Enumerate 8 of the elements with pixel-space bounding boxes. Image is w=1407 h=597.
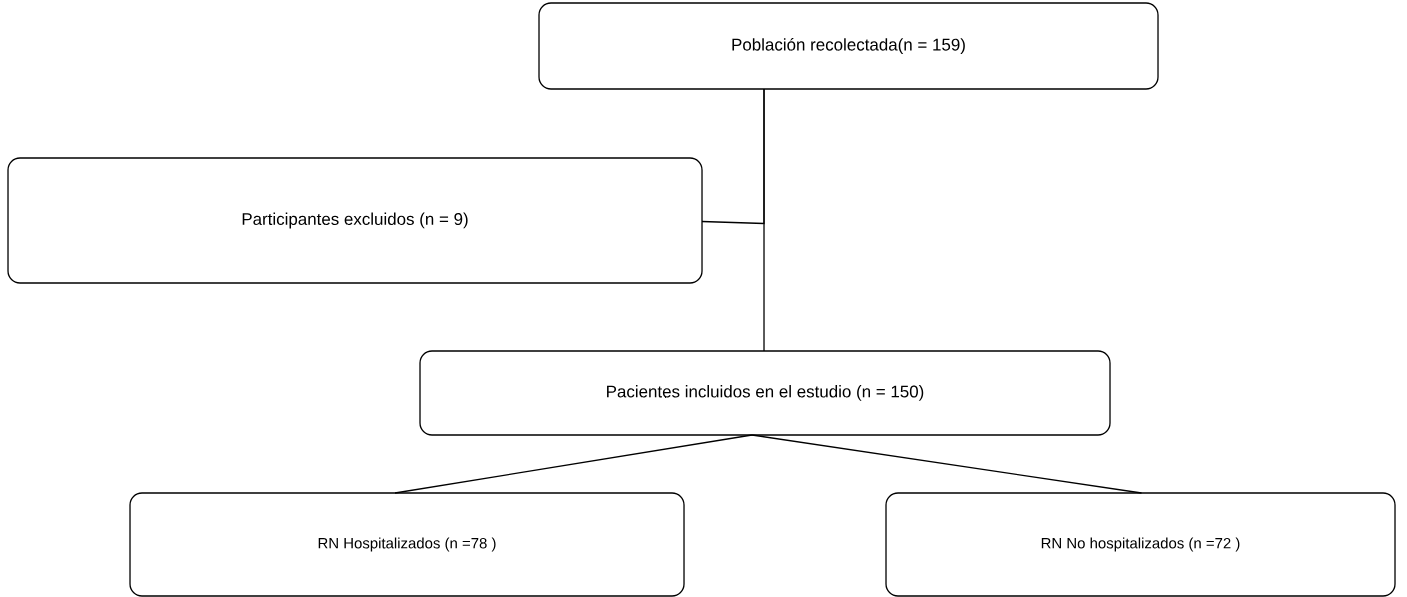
process-box: Participantes excluidos (n = 9) <box>7 157 703 284</box>
connector-line <box>751 434 1143 494</box>
process-box: Pacientes incluidos en el estudio (n = 150) <box>419 350 1111 436</box>
connector-line <box>701 88 765 225</box>
process-box: RN Hospitalizados (n =78 ) <box>129 492 685 597</box>
connector-line <box>394 434 753 494</box>
process-box: RN No hospitalizados (n =72 ) <box>885 492 1396 597</box>
process-box: Población recolectada(n = 159) <box>538 2 1159 90</box>
